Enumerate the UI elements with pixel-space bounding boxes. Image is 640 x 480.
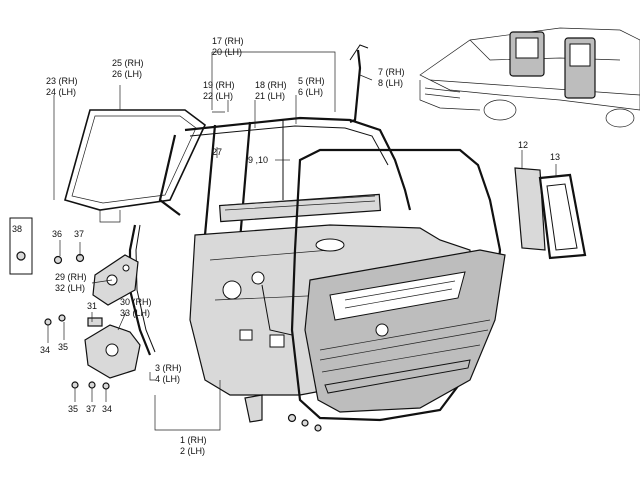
label-2lh: 2 (LH) (180, 446, 205, 456)
label-31: 31 (87, 301, 97, 311)
label-37-top: 37 (74, 229, 84, 239)
label-17rh: 17 (RH) (212, 36, 244, 46)
label-6lh: 6 (LH) (298, 87, 323, 97)
label-30rh: 30 (RH) (120, 297, 152, 307)
label-37-bottom: 37 (86, 404, 96, 414)
label-22lh: 22 (LH) (203, 91, 233, 101)
label-5rh: 5 (RH) (298, 76, 325, 86)
label-21lh: 21 (LH) (255, 91, 285, 101)
label-32lh: 32 (LH) (55, 283, 85, 293)
label-27: 27 (212, 147, 222, 157)
label-35-bottom: 35 (68, 404, 78, 414)
door-sash-frame (158, 44, 412, 241)
label-1rh: 1 (RH) (180, 435, 207, 445)
label-12: 12 (518, 140, 528, 150)
label-34-bottom: 34 (102, 404, 112, 414)
label-24lh: 24 (LH) (46, 87, 76, 97)
door-glass (64, 109, 206, 223)
label-25rh: 25 (RH) (112, 58, 144, 68)
label-9-10: 9 ,10 (248, 155, 268, 165)
partition-glass-parts (514, 167, 587, 260)
label-33lh: 33 (LH) (120, 308, 150, 318)
label-18rh: 18 (RH) (255, 80, 287, 90)
door-trim-panel (304, 249, 506, 413)
label-38: 38 (12, 224, 22, 234)
part-38-box (9, 217, 33, 275)
label-19rh: 19 (RH) (203, 80, 235, 90)
label-13: 13 (550, 152, 560, 162)
label-3rh: 3 (RH) (155, 363, 182, 373)
label-35-top: 35 (58, 342, 68, 352)
label-7rh: 7 (RH) (378, 67, 405, 77)
leader-lines (47, 51, 557, 431)
label-29rh: 29 (RH) (55, 272, 87, 282)
hinge-assembly (9, 217, 322, 432)
callout-labels: 17 (RH) 20 (LH) 25 (RH) 26 (LH) 23 (RH) … (12, 36, 560, 456)
label-23rh: 23 (RH) (46, 76, 78, 86)
label-4lh: 4 (LH) (155, 374, 180, 384)
label-36: 36 (52, 229, 62, 239)
car-illustration (419, 27, 640, 128)
label-8lh: 8 (LH) (378, 78, 403, 88)
label-20lh: 20 (LH) (212, 47, 242, 57)
label-26lh: 26 (LH) (112, 69, 142, 79)
label-34-top: 34 (40, 345, 50, 355)
